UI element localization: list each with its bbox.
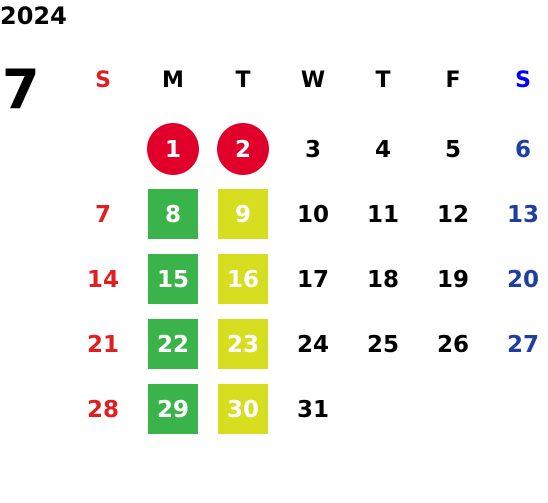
day-number: 29: [156, 396, 189, 423]
day-number: 31: [296, 396, 329, 423]
day-cell[interactable]: 3: [278, 117, 348, 182]
day-cell[interactable]: 23: [208, 312, 278, 377]
day-number: 3: [304, 136, 321, 163]
weekday-header-thursday: T: [375, 67, 391, 93]
day-number: 18: [366, 266, 399, 293]
day-number: 4: [374, 136, 391, 163]
day-cell[interactable]: 2: [208, 117, 278, 182]
day-number: 20: [506, 266, 539, 293]
day-cell[interactable]: 31: [278, 377, 348, 442]
day-number: 12: [436, 201, 469, 228]
weekday-header-monday: M: [162, 67, 184, 93]
day-number: 1: [164, 136, 181, 163]
day-cell[interactable]: 5: [418, 117, 488, 182]
green-day-marker: [148, 384, 198, 434]
yellow-day-marker: [218, 384, 268, 434]
day-number: 25: [366, 331, 399, 358]
day-number: 11: [366, 201, 399, 228]
day-number: 21: [86, 331, 119, 358]
weekday-header-saturday: S: [515, 67, 531, 93]
holiday-circle-marker: [147, 123, 199, 175]
day-cell[interactable]: 25: [348, 312, 418, 377]
day-cell[interactable]: 24: [278, 312, 348, 377]
green-day-marker: [148, 254, 198, 304]
yellow-day-marker: [218, 189, 268, 239]
weekday-header-sunday: S: [95, 67, 111, 93]
day-cell[interactable]: 29: [138, 377, 208, 442]
holiday-circle-marker: [217, 123, 269, 175]
day-number: 9: [234, 201, 251, 228]
day-number: 14: [86, 266, 119, 293]
day-number: 22: [156, 331, 189, 358]
calendar-month: 7: [2, 58, 40, 121]
day-number: 17: [296, 266, 329, 293]
day-cell[interactable]: 1: [138, 117, 208, 182]
calendar-year: 2024: [0, 2, 67, 30]
day-number: 23: [226, 331, 259, 358]
day-number: 13: [506, 201, 539, 228]
day-number: 30: [226, 396, 259, 423]
green-day-marker: [148, 319, 198, 369]
day-number: 5: [444, 136, 461, 163]
day-number: 16: [226, 266, 259, 293]
day-cell[interactable]: 10: [278, 182, 348, 247]
day-cell[interactable]: 17: [278, 247, 348, 312]
day-number: 10: [296, 201, 329, 228]
day-cell[interactable]: 7: [68, 182, 138, 247]
day-cell[interactable]: 27: [488, 312, 548, 377]
weekday-header-tuesday: T: [235, 67, 251, 93]
day-cell[interactable]: 21: [68, 312, 138, 377]
day-number: 15: [156, 266, 189, 293]
day-cell[interactable]: 9: [208, 182, 278, 247]
weekday-header-wednesday: W: [300, 67, 326, 93]
day-cell[interactable]: 15: [138, 247, 208, 312]
day-cell[interactable]: 20: [488, 247, 548, 312]
day-cell[interactable]: 19: [418, 247, 488, 312]
day-number: 28: [86, 396, 119, 423]
day-cell[interactable]: 16: [208, 247, 278, 312]
day-number: 27: [506, 331, 539, 358]
day-number: 8: [164, 201, 181, 228]
day-cell[interactable]: 11: [348, 182, 418, 247]
day-cell[interactable]: 13: [488, 182, 548, 247]
day-cell[interactable]: 6: [488, 117, 548, 182]
weekday-header-friday: F: [445, 67, 461, 93]
yellow-day-marker: [218, 254, 268, 304]
day-cell[interactable]: 14: [68, 247, 138, 312]
day-cell[interactable]: 18: [348, 247, 418, 312]
green-day-marker: [148, 189, 198, 239]
day-cell[interactable]: 30: [208, 377, 278, 442]
day-number: 7: [94, 201, 111, 228]
day-cell[interactable]: 28: [68, 377, 138, 442]
yellow-day-marker: [218, 319, 268, 369]
day-number: 2: [234, 136, 251, 163]
day-number: 24: [296, 331, 329, 358]
day-cell[interactable]: 4: [348, 117, 418, 182]
day-cell[interactable]: 8: [138, 182, 208, 247]
day-cell[interactable]: 26: [418, 312, 488, 377]
day-number: 6: [514, 136, 531, 163]
day-cell[interactable]: 22: [138, 312, 208, 377]
day-cell[interactable]: 12: [418, 182, 488, 247]
day-number: 19: [436, 266, 469, 293]
day-number: 26: [436, 331, 469, 358]
